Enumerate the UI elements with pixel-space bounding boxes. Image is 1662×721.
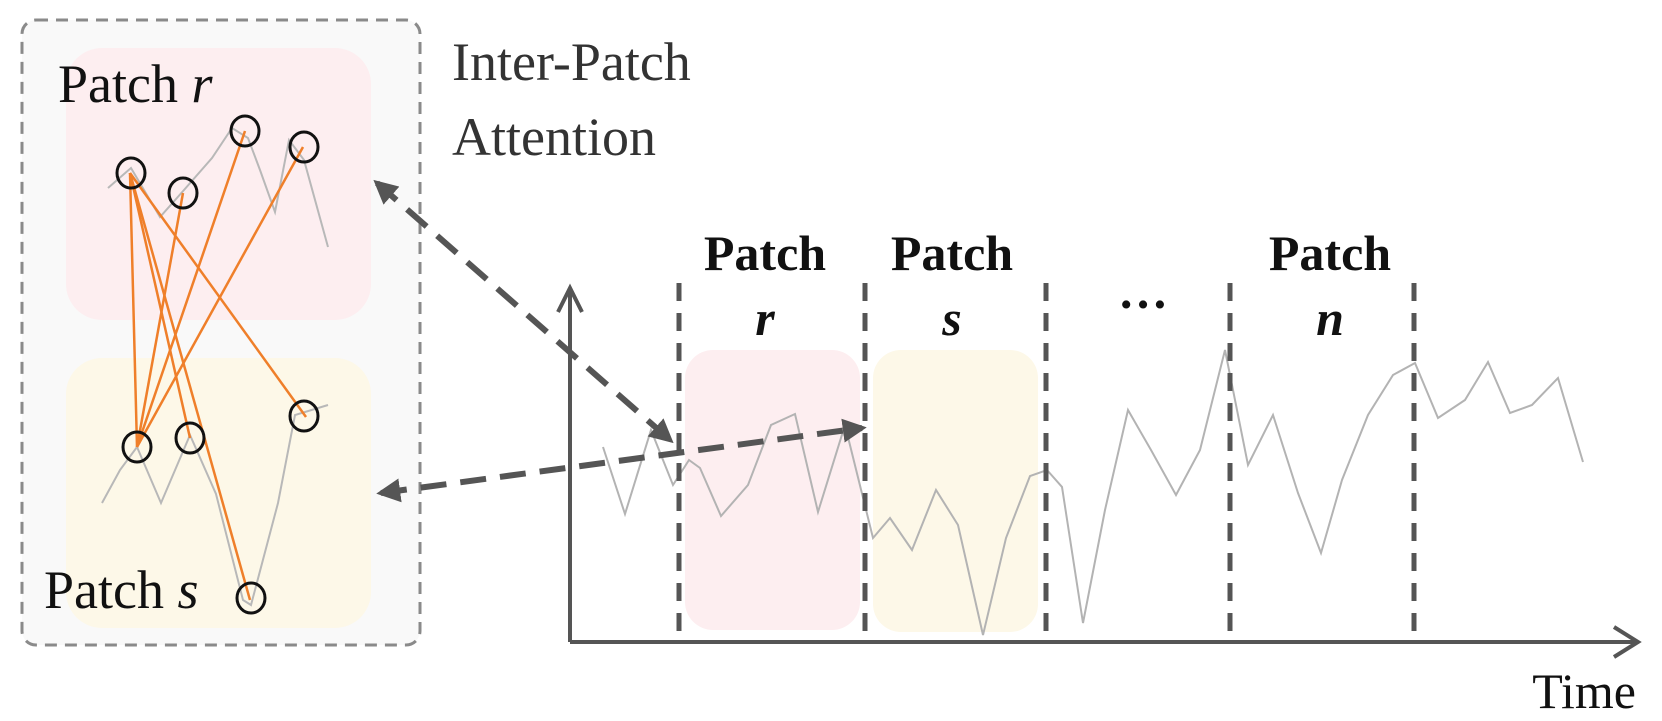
inset-patch-s-label: Patch s	[44, 560, 199, 620]
timeline-patch-s-var: s	[941, 290, 961, 346]
attention-connections	[128, 130, 308, 601]
sample-point	[167, 176, 199, 210]
inset-patch-r-label: Patch r	[58, 54, 213, 114]
timeline-plot: Patch r Patch s … Patch n Time	[556, 225, 1642, 719]
sample-point	[115, 156, 147, 190]
attention-line	[128, 172, 192, 439]
timeline-ellipsis: …	[1118, 263, 1168, 319]
sample-point	[235, 581, 267, 615]
sample-point	[174, 421, 206, 455]
inset-patch-s-series	[101, 404, 329, 607]
sample-point	[121, 430, 153, 464]
inset-patch-r-box	[66, 48, 371, 320]
arrow-patch-r-link	[373, 179, 674, 444]
timeline-patch-s-title: Patch	[891, 225, 1013, 281]
sample-point	[288, 399, 320, 433]
attention-line	[128, 172, 139, 448]
attention-line	[135, 130, 247, 448]
inset-title-line2: Attention	[452, 107, 656, 167]
inset-panel: Patch r Patch s	[20, 18, 422, 647]
sample-point	[288, 130, 320, 164]
attention-line	[135, 192, 185, 448]
connector-arrows	[373, 179, 867, 503]
timeline-patch-r-title: Patch	[704, 225, 826, 281]
attention-line	[135, 146, 305, 448]
timeline-patch-n-var: n	[1316, 290, 1344, 346]
timeline-patch-s-box	[873, 350, 1038, 632]
timeline-patch-n-title: Patch	[1269, 225, 1391, 281]
attention-line	[128, 172, 252, 601]
x-axis-arrowhead	[1612, 625, 1642, 659]
attention-line	[128, 172, 308, 418]
inset-title-line1: Inter-Patch	[452, 32, 691, 92]
arrow-patch-s-link	[376, 418, 867, 503]
sample-point	[229, 114, 261, 148]
timeline-patch-r-box	[685, 350, 860, 630]
x-axis-label: Time	[1532, 663, 1636, 719]
timeline-patch-r-var: r	[755, 290, 775, 346]
inset-points	[115, 114, 320, 615]
